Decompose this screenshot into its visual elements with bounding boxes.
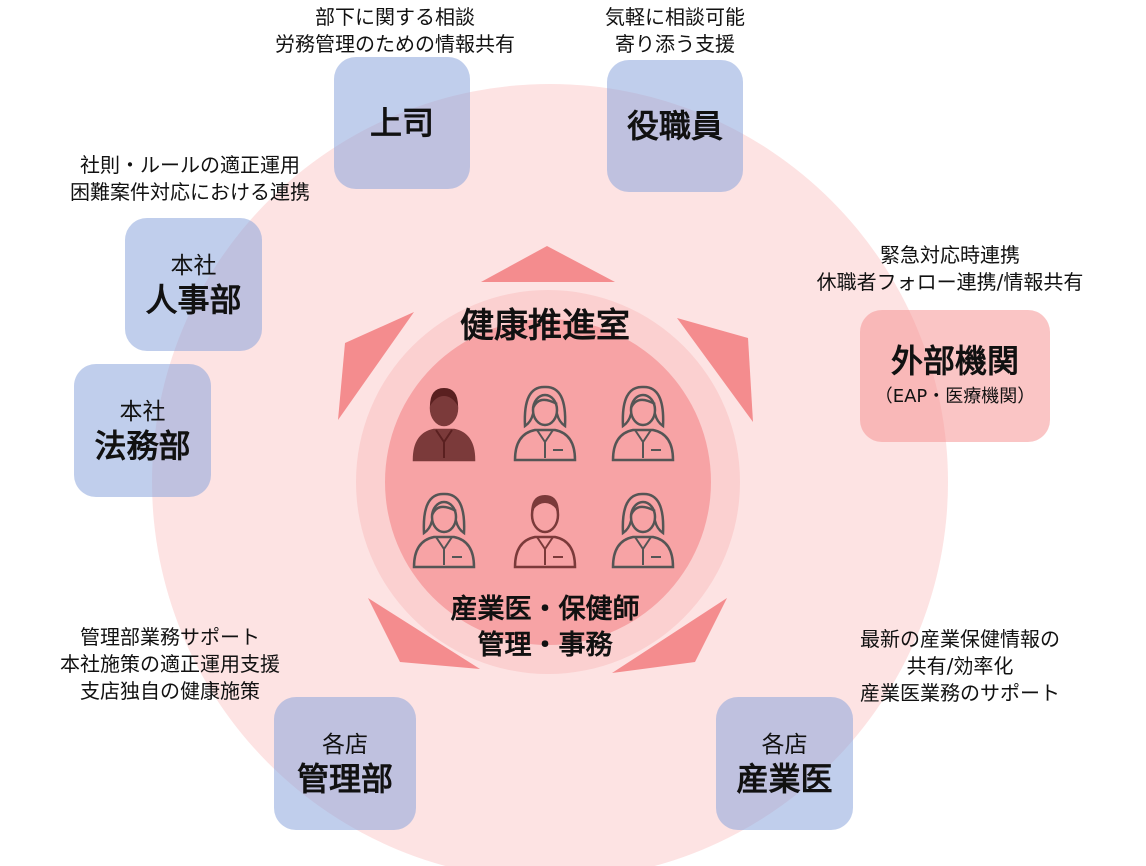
external-label: 外部機関 bbox=[890, 342, 1019, 380]
external-notes: 緊急対応時連携 休職者フォロー連携/情報共有 bbox=[790, 242, 1110, 296]
store-doctor-notes: 最新の産業保健情報の 共有/効率化 産業医業務のサポート bbox=[830, 626, 1090, 707]
boss-label: 上司 bbox=[369, 104, 434, 142]
hq-hr-label: 人事部 bbox=[145, 280, 242, 319]
hr-note-2: 困難案件対応における連携 bbox=[70, 180, 310, 204]
arrow-lower-left bbox=[368, 598, 480, 669]
store-doctor-sub: 各店 bbox=[761, 731, 808, 758]
center-subtitle-line1: 産業医・保健師 bbox=[450, 594, 640, 625]
hr-note-1: 社則・ルールの適正運用 bbox=[80, 153, 300, 177]
external-sub: （EAP・医療機関） bbox=[874, 386, 1036, 407]
boss-box: 上司 bbox=[334, 57, 470, 189]
officer-note-2: 寄り添う支援 bbox=[615, 32, 735, 56]
center-subtitle-line2: 管理・事務 bbox=[477, 630, 613, 661]
person-female-icon bbox=[513, 385, 577, 462]
store-admin-note-2: 本社施策の適正運用支援 bbox=[60, 652, 280, 676]
arrow-lower-right bbox=[612, 598, 727, 673]
store-doctor-note-1: 最新の産業保健情報の bbox=[860, 627, 1060, 651]
hr-notes: 社則・ルールの適正運用 困難案件対応における連携 bbox=[40, 152, 340, 206]
hq-legal-label: 法務部 bbox=[94, 426, 191, 465]
hq-legal-sub: 本社 bbox=[119, 398, 166, 425]
store-admin-note-1: 管理部業務サポート bbox=[80, 625, 260, 649]
boss-note-2: 労務管理のための情報共有 bbox=[275, 32, 515, 56]
person-male-icon bbox=[412, 388, 476, 462]
store-admin-sub: 各店 bbox=[322, 731, 368, 758]
person-female-icon bbox=[611, 492, 675, 569]
officer-box: 役職員 bbox=[607, 60, 743, 192]
store-admin-notes: 管理部業務サポート 本社施策の適正運用支援 支店独自の健康施策 bbox=[20, 624, 320, 705]
store-doctor-note-2: 共有/効率化 bbox=[906, 654, 1014, 678]
external-box: 外部機関 （EAP・医療機関） bbox=[860, 310, 1050, 442]
staff-icons bbox=[412, 385, 675, 569]
external-note-1: 緊急対応時連携 bbox=[880, 243, 1020, 267]
store-doctor-box: 各店 産業医 bbox=[716, 697, 853, 830]
person-female-icon bbox=[611, 385, 675, 462]
boss-note-1: 部下に関する相談 bbox=[315, 5, 475, 29]
officer-note-1: 気軽に相談可能 bbox=[605, 5, 745, 29]
store-admin-label: 管理部 bbox=[296, 759, 393, 798]
officer-notes: 気軽に相談可能 寄り添う支援 bbox=[560, 4, 790, 58]
arrow-upper-left bbox=[338, 312, 414, 420]
person-female-icon bbox=[412, 492, 476, 569]
external-note-2: 休職者フォロー連携/情報共有 bbox=[816, 270, 1084, 294]
hq-legal-box: 本社 法務部 bbox=[74, 364, 211, 497]
arrow-upper-right bbox=[677, 318, 753, 422]
person-male-icon bbox=[513, 495, 577, 569]
arrow-up bbox=[481, 246, 615, 282]
hq-hr-sub: 本社 bbox=[170, 252, 217, 279]
store-doctor-note-3: 産業医業務のサポート bbox=[860, 681, 1060, 705]
store-admin-note-3: 支店独自の健康施策 bbox=[80, 679, 260, 703]
store-admin-box: 各店 管理部 bbox=[274, 697, 416, 830]
hq-hr-box: 本社 人事部 bbox=[125, 218, 262, 351]
boss-notes: 部下に関する相談 労務管理のための情報共有 bbox=[250, 4, 540, 58]
center-title: 健康推進室 bbox=[460, 306, 630, 346]
officer-label: 役職員 bbox=[626, 107, 723, 145]
store-doctor-label: 産業医 bbox=[736, 759, 833, 798]
